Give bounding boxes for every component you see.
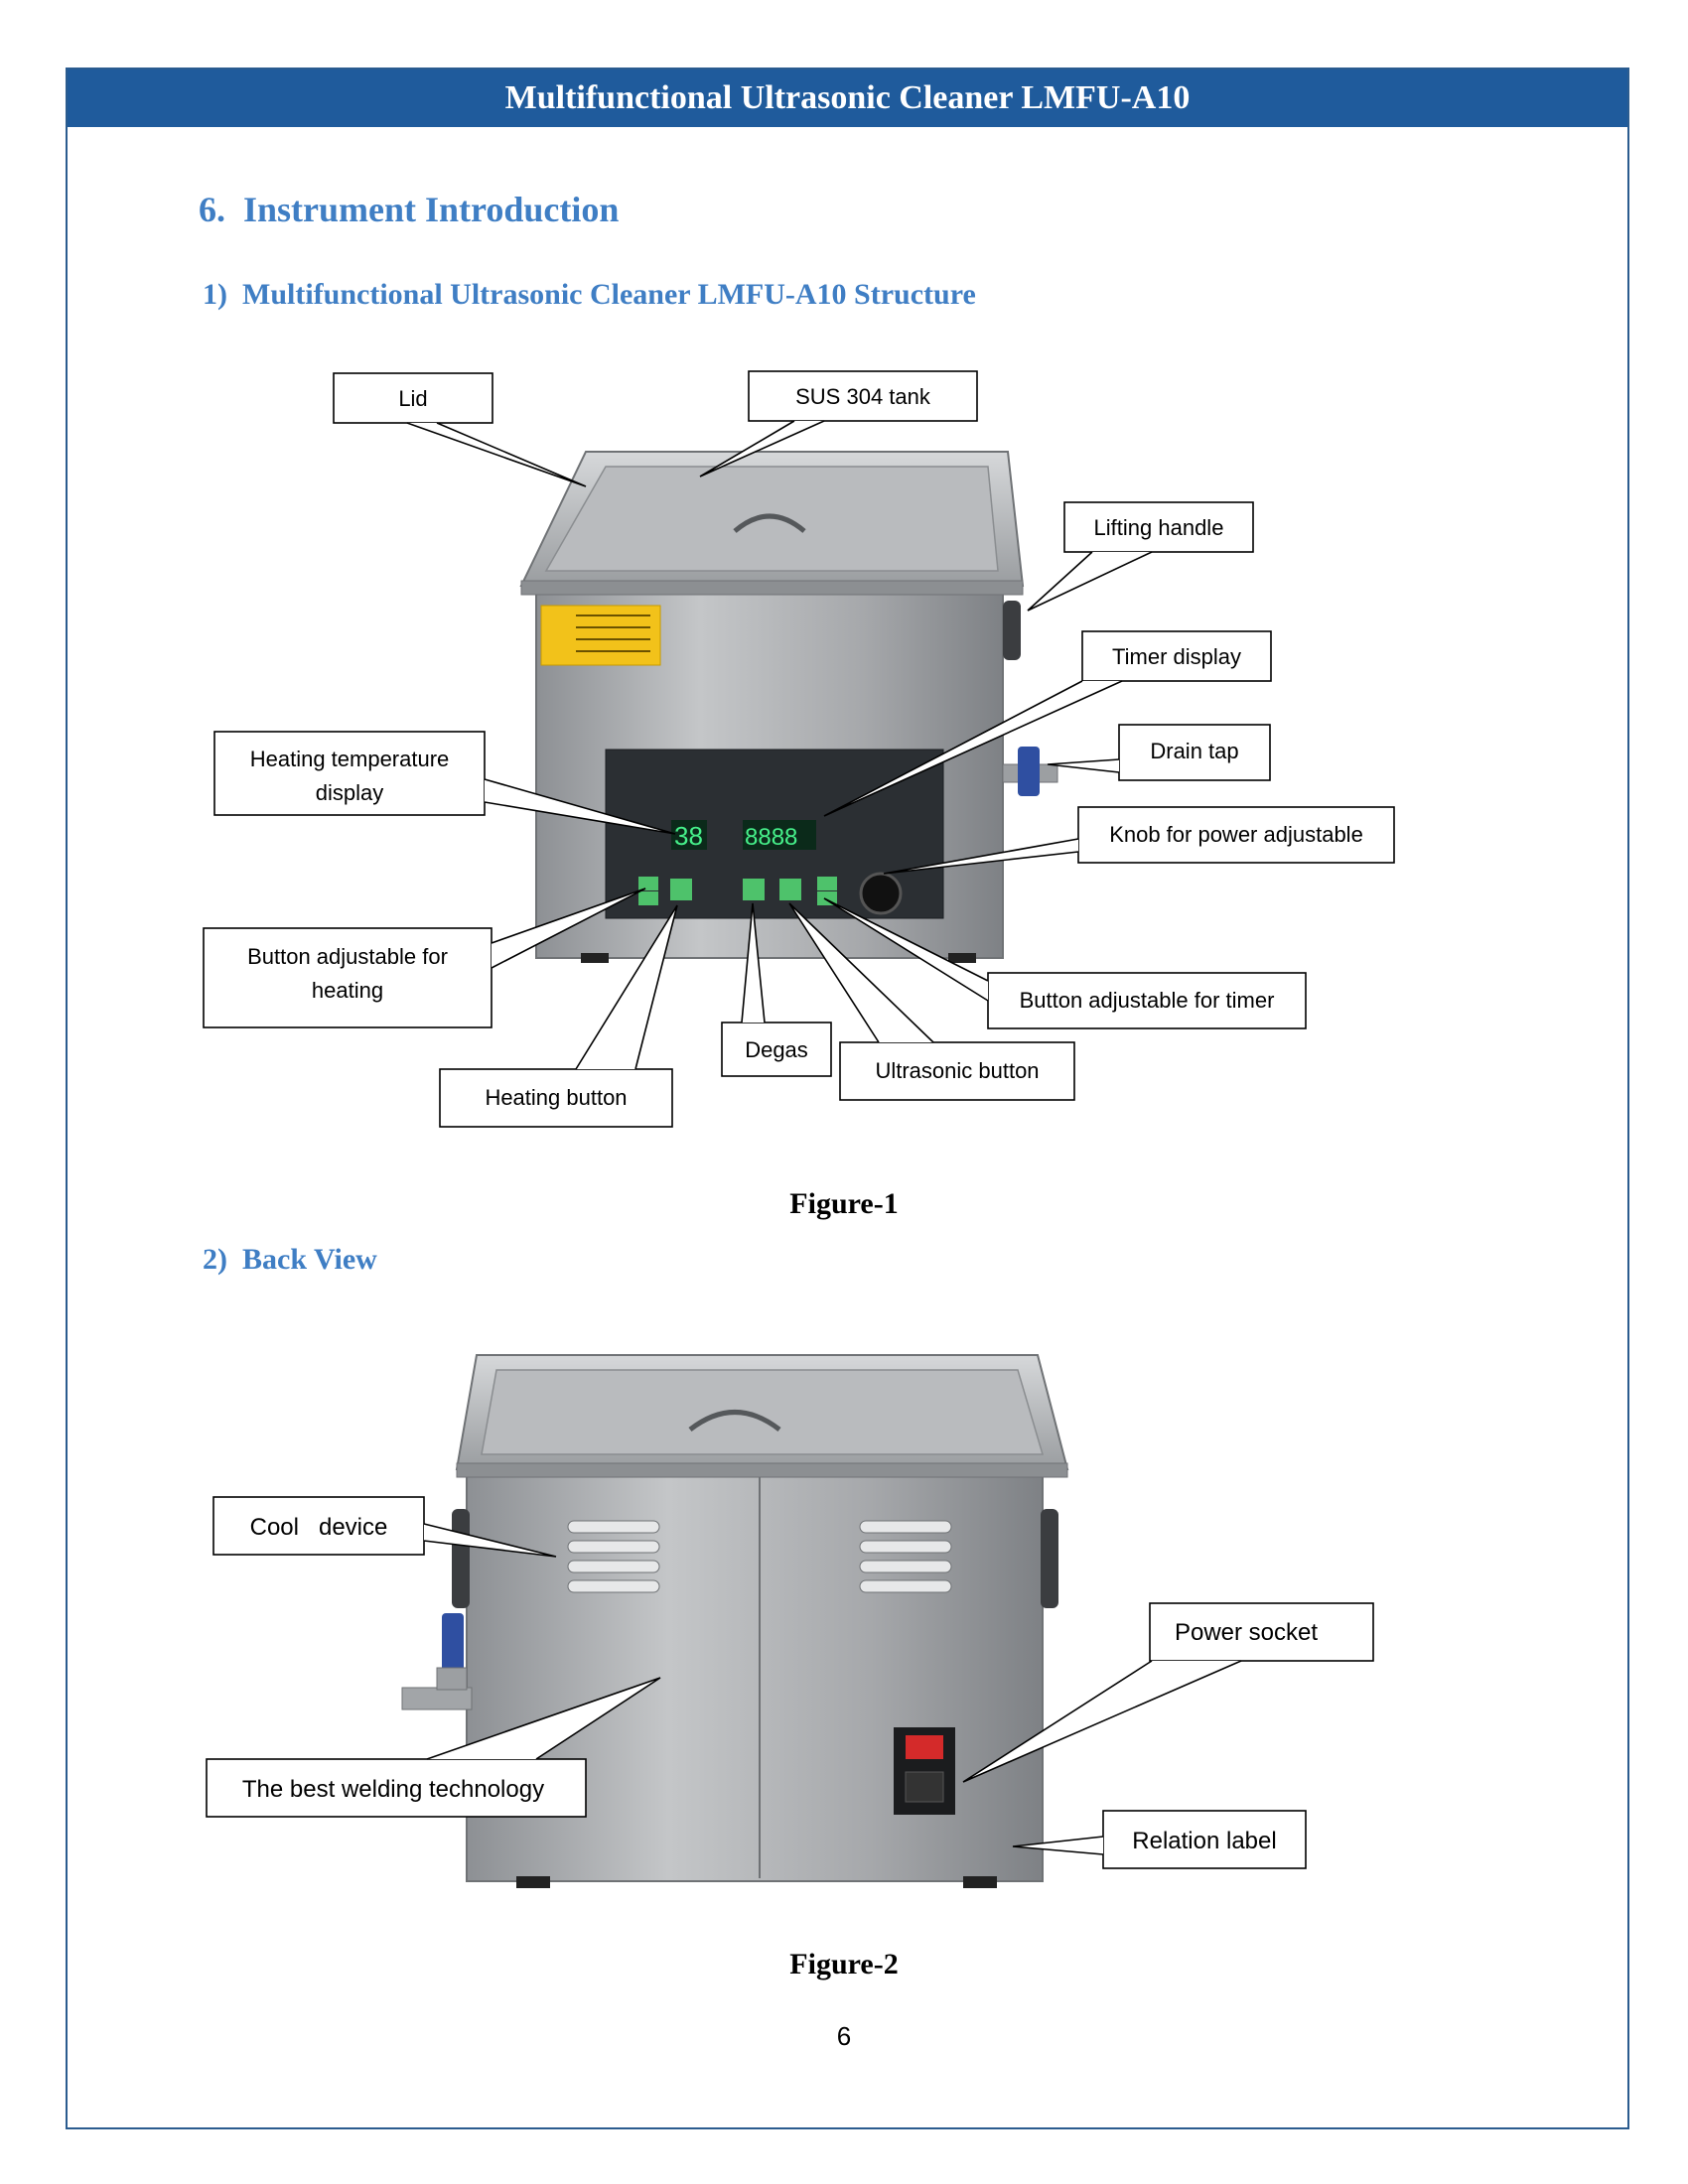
timer-readout: 8888 <box>745 824 797 851</box>
heating-button-graphic <box>670 879 692 900</box>
label-relation-label: Relation label <box>1132 1828 1276 1854</box>
label-lifting-handle: Lifting handle <box>1094 515 1224 540</box>
page-frame <box>66 68 1629 2129</box>
callout-box-degas <box>721 1022 832 1077</box>
figure-1-caption: Figure-1 <box>789 1187 899 1220</box>
callout-box-welding <box>206 1758 587 1818</box>
heat-down-button <box>638 891 658 905</box>
callout-box-heating-adjust <box>203 927 492 1028</box>
section-title: Instrument Introduction <box>243 190 620 229</box>
callout-pointer-timer-adjust <box>823 897 989 1002</box>
cleaner-front-illustration: 38 8888 <box>519 451 1058 963</box>
page-number: 6 <box>836 2021 852 2051</box>
subsection-number: 1) <box>203 278 227 311</box>
callout-box-lifting-handle <box>1063 501 1254 553</box>
temperature-readout: 38 <box>674 821 703 851</box>
label-heating-adjust-line1: Button adjustable for <box>247 944 448 969</box>
power-socket-graphic <box>894 1727 955 1815</box>
callout-pointer-tank <box>699 420 825 478</box>
callout-pointer-lifting-handle <box>1027 551 1153 612</box>
label-lid: Lid <box>398 386 427 411</box>
callout-box-relation-label <box>1102 1810 1307 1869</box>
callout-box-tank <box>748 370 978 422</box>
warning-sticker <box>540 605 661 666</box>
timer-up-button <box>817 877 837 890</box>
subsection-heading-back-view: 2) Back View <box>203 1243 377 1277</box>
subsection-number: 2) <box>203 1243 227 1276</box>
label-welding: The best welding technology <box>242 1776 544 1803</box>
label-heating-adjust-line2: heating <box>312 978 383 1003</box>
callout-box-heating-temp <box>213 731 486 816</box>
callout-pointer-cool-device <box>423 1523 557 1558</box>
callout-box-heating-button <box>439 1068 673 1128</box>
label-heating-button: Heating button <box>485 1085 627 1110</box>
drain-tap-back-graphic <box>401 1613 473 1710</box>
label-cool-device: Cool device <box>250 1514 388 1541</box>
callout-pointer-ultrasonic <box>788 902 934 1043</box>
vent-slots-right <box>859 1520 952 1593</box>
label-knob-power: Knob for power adjustable <box>1109 822 1363 847</box>
callout-box-knob <box>1077 806 1395 864</box>
figure-2-caption: Figure-2 <box>789 1948 899 1980</box>
callout-pointer-relation-label <box>1012 1836 1104 1855</box>
callout-pointer-heating-adjust <box>491 887 646 969</box>
label-degas: Degas <box>745 1037 808 1062</box>
page-header: Multifunctional Ultrasonic Cleaner LMFU-… <box>68 69 1627 127</box>
section-heading: 6. Instrument Introduction <box>199 189 619 230</box>
callout-pointer-knob <box>883 838 1079 875</box>
callout-box-timer-display <box>1081 630 1272 682</box>
callout-box-cool-device <box>212 1496 425 1556</box>
subsection-title: Back View <box>242 1243 377 1276</box>
label-timer-adjust: Button adjustable for timer <box>1020 988 1275 1013</box>
power-knob <box>859 872 903 915</box>
label-timer-display: Timer display <box>1112 644 1241 669</box>
label-heating-temp-line2: display <box>316 780 383 805</box>
heat-up-button <box>638 877 658 890</box>
label-drain-tap: Drain tap <box>1150 739 1238 763</box>
label-heating-temp-line1: Heating temperature <box>250 747 450 771</box>
ultrasonic-button-graphic <box>779 879 801 900</box>
callout-pointer-power-socket <box>962 1660 1242 1783</box>
subsection-title: Multifunctional Ultrasonic Cleaner LMFU-… <box>242 278 976 311</box>
callout-pointer-drain-tap <box>1047 758 1120 773</box>
callout-box-power-socket <box>1149 1602 1374 1662</box>
label-power-socket: Power socket <box>1175 1619 1318 1646</box>
label-ultrasonic: Ultrasonic button <box>875 1058 1039 1083</box>
callout-box-ultrasonic <box>839 1041 1075 1101</box>
control-panel: 38 8888 <box>605 749 944 919</box>
callout-pointer-heating-temp <box>484 778 676 835</box>
callout-box-drain-tap <box>1118 724 1271 781</box>
label-tank: SUS 304 tank <box>795 384 931 409</box>
callout-box-timer-adjust <box>987 972 1307 1029</box>
callout-pointer-lid <box>406 422 587 487</box>
callout-pointer-welding <box>426 1677 661 1760</box>
callout-pointer-heating-button <box>575 904 678 1070</box>
vent-slots-left <box>567 1520 660 1593</box>
callout-pointer-timer-display <box>823 680 1123 817</box>
callout-pointer-degas <box>741 902 766 1024</box>
section-number: 6. <box>199 190 225 229</box>
header-title: Multifunctional Ultrasonic Cleaner LMFU-… <box>504 79 1191 116</box>
subsection-heading-structure: 1) Multifunctional Ultrasonic Cleaner LM… <box>203 278 976 312</box>
drain-tap-graphic <box>1002 747 1058 796</box>
degas-button-graphic <box>743 879 765 900</box>
